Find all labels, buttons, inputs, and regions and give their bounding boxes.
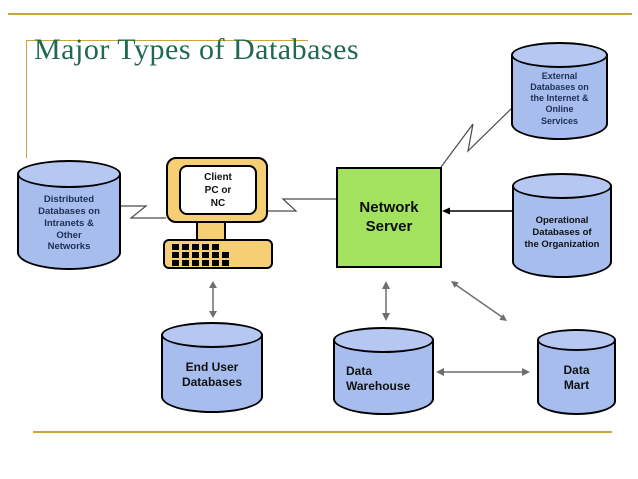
cylinder-top [512,173,612,199]
cylinder-body [512,186,612,278]
operational-databases-cylinder: Operational Databases of the Organizatio… [512,173,612,278]
cylinder-body [537,340,616,415]
client-pc-label: Client PC or NC [179,165,257,215]
data-warehouse-label: Data Warehouse [346,363,411,393]
network-server-box: Network Server [336,167,442,268]
title-box-top-rule [26,40,308,41]
cylinder-top [161,322,263,348]
title-box-left-rule [26,40,27,158]
external-databases-label: External Databases on the Internet & Onl… [530,70,589,126]
arrowhead [382,281,390,289]
arrowhead [451,281,459,288]
arrowhead [382,313,390,321]
arrowhead [522,368,530,376]
cylinder-top [17,160,121,188]
end-user-databases-label: End User Databases [181,360,243,390]
cylinder-body [333,340,434,415]
distributed-databases-cylinder: Distributed Databases on Intranets & Oth… [17,160,121,270]
bottom-gold-rule [33,431,612,433]
network-server-label: Network Server [359,198,419,235]
arrowhead [209,281,217,288]
cylinder-body [17,174,121,270]
end-user-databases-cylinder: End User Databases [161,322,263,413]
arrowhead [436,368,444,376]
arrowhead [499,314,507,321]
arrowhead [209,311,217,318]
cylinder-top [511,42,608,68]
arrowhead-into-server [442,207,450,215]
cylinder-body [511,55,608,140]
external-databases-cylinder: External Databases on the Internet & Onl… [511,42,608,140]
arrow-server-datamart [455,284,503,318]
link-distributed-to-pc [120,205,166,219]
pc-keyboard-icon [163,239,273,269]
slide-title: Major Types of Databases [34,33,360,66]
top-gold-rule [8,13,632,15]
pc-monitor-icon: Client PC or NC [166,157,268,223]
distributed-databases-label: Distributed Databases on Intranets & Oth… [38,193,100,253]
cylinder-top [333,327,434,353]
data-mart-label: Data Mart [563,362,590,392]
link-pc-to-server [268,198,336,212]
cylinder-top [537,329,616,351]
keyboard-keys [172,244,229,268]
operational-databases-label: Operational Databases of the Organizatio… [524,215,600,251]
data-mart-cylinder: Data Mart [537,329,616,415]
data-warehouse-cylinder: Data Warehouse [333,327,434,415]
link-server-to-external [440,106,514,168]
cylinder-body [161,335,263,413]
